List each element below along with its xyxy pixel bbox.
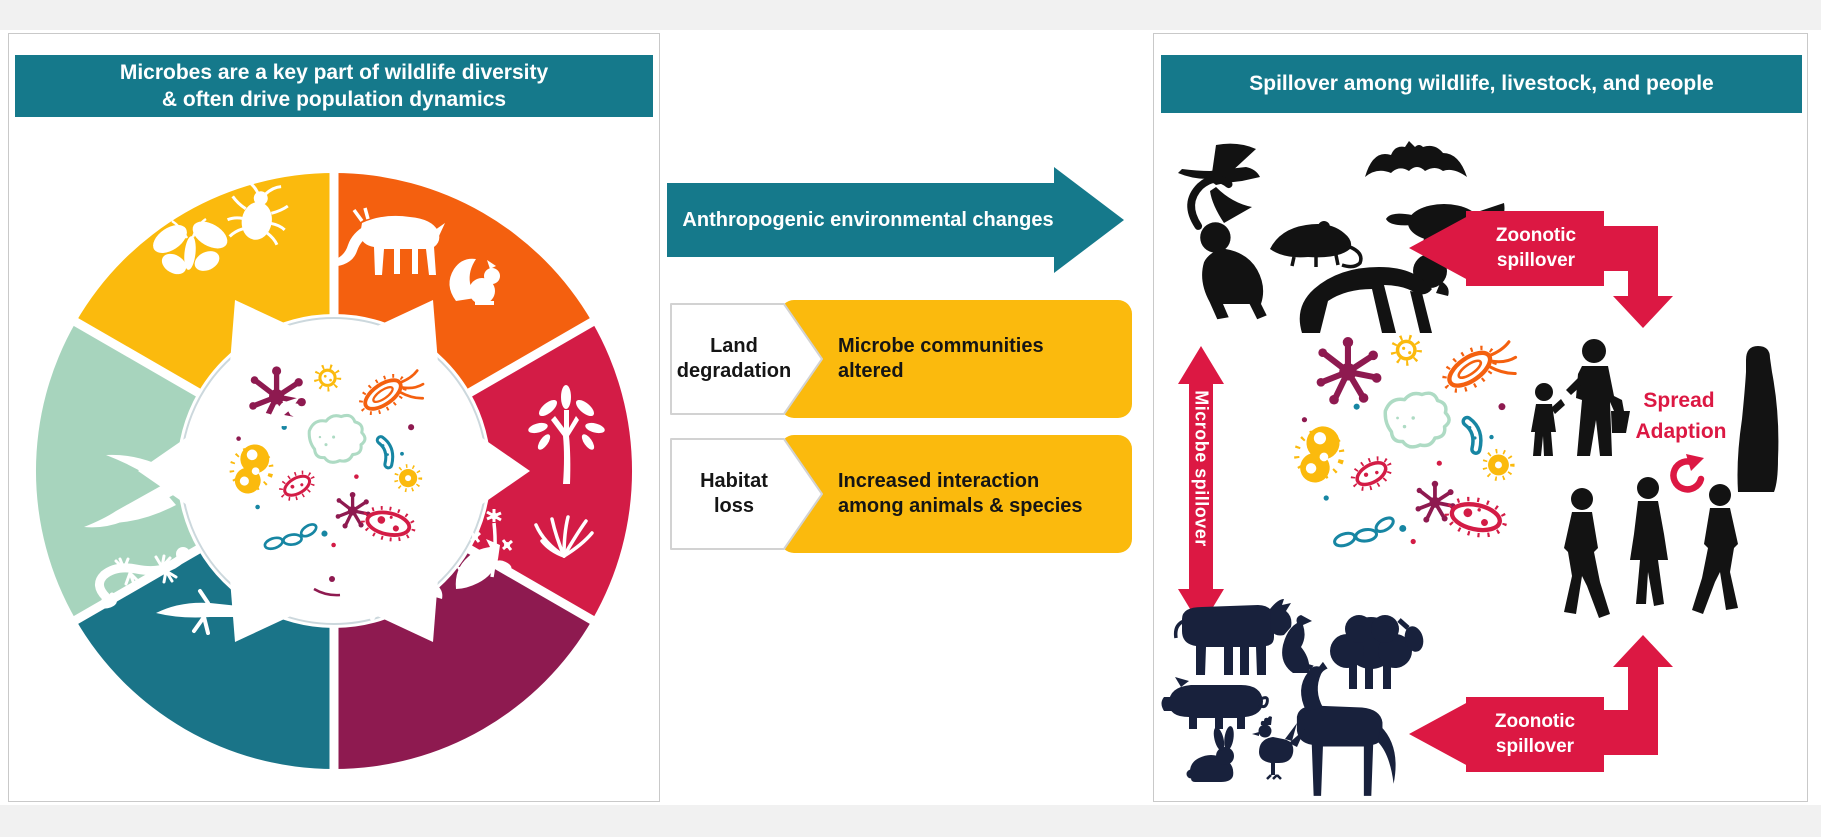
horse-icon: [1296, 661, 1396, 796]
microbes-cluster-icon: [1289, 328, 1526, 552]
people-group: [1531, 339, 1779, 618]
wildlife-diversity-panel: Microbes are a key part of wildlife dive…: [8, 33, 660, 802]
child-icon: [1531, 383, 1565, 456]
cause-chevron: [670, 303, 823, 415]
bottom-margin-strip: [0, 805, 1821, 837]
cause-label: Habitat loss: [700, 470, 768, 517]
adaption-label: Adaption: [1635, 420, 1727, 443]
rat-icon: [1268, 219, 1363, 269]
rabbit-icon: [1186, 725, 1236, 782]
effect-box: [780, 300, 1132, 418]
zoonotic-spillover-bottom-arrow: [1409, 635, 1673, 772]
woman-long-dress-icon: [1737, 346, 1779, 492]
segment-birds: [35, 322, 199, 620]
spillover-panel: Spillover among wildlife, livestock, and…: [1153, 33, 1808, 802]
step-habitat-loss: Habitat loss Increased interaction among…: [668, 435, 1132, 553]
zoonotic-spillover-bottom-label: Zoonotic spillover: [1494, 710, 1576, 757]
livestock-group: [1160, 597, 1426, 796]
step-land-degradation: Land degradation Microbe communities alt…: [668, 300, 1132, 418]
effect-label: Microbe communities altered: [838, 335, 1044, 382]
left-panel-title: Microbes are a key part of wildlife dive…: [15, 55, 653, 117]
spread-label: Spread: [1643, 389, 1715, 412]
segment-plants: [469, 322, 633, 620]
segment-dividers: [66, 165, 602, 777]
segment-reptiles: [75, 549, 335, 769]
effect-label: Increased interaction among animals & sp…: [838, 470, 1083, 517]
cow-icon: [1173, 597, 1294, 677]
diversity-wheel: [35, 165, 633, 777]
spillover-microbes: [1274, 324, 1554, 569]
anthropogenic-changes-label: Anthropogenic environmental changes: [682, 208, 1054, 231]
right-panel-title: Spillover among wildlife, livestock, and…: [1161, 55, 1802, 113]
anthropogenic-changes-arrow: [667, 167, 1124, 273]
cause-label: Land degradation: [676, 335, 792, 382]
zoonotic-spillover-top-label: Zoonotic spillover: [1495, 224, 1577, 271]
pig-icon: [1160, 675, 1269, 731]
segment-marine-life: [334, 549, 593, 769]
cause-chevron: [670, 438, 823, 550]
top-margin-strip: [0, 0, 1821, 30]
microbe-spillover-label: Microbe spillover: [1191, 390, 1212, 547]
microbe-spillover-arrow: [1178, 346, 1224, 627]
adaption-cycle-icon: [1670, 454, 1705, 493]
effect-box: [780, 435, 1132, 553]
walking-person-icon: [1692, 484, 1738, 614]
bat-icon: [1365, 141, 1467, 177]
walking-man-icon: [1564, 488, 1610, 618]
zoonotic-spillover-top-arrow: [1409, 211, 1673, 328]
